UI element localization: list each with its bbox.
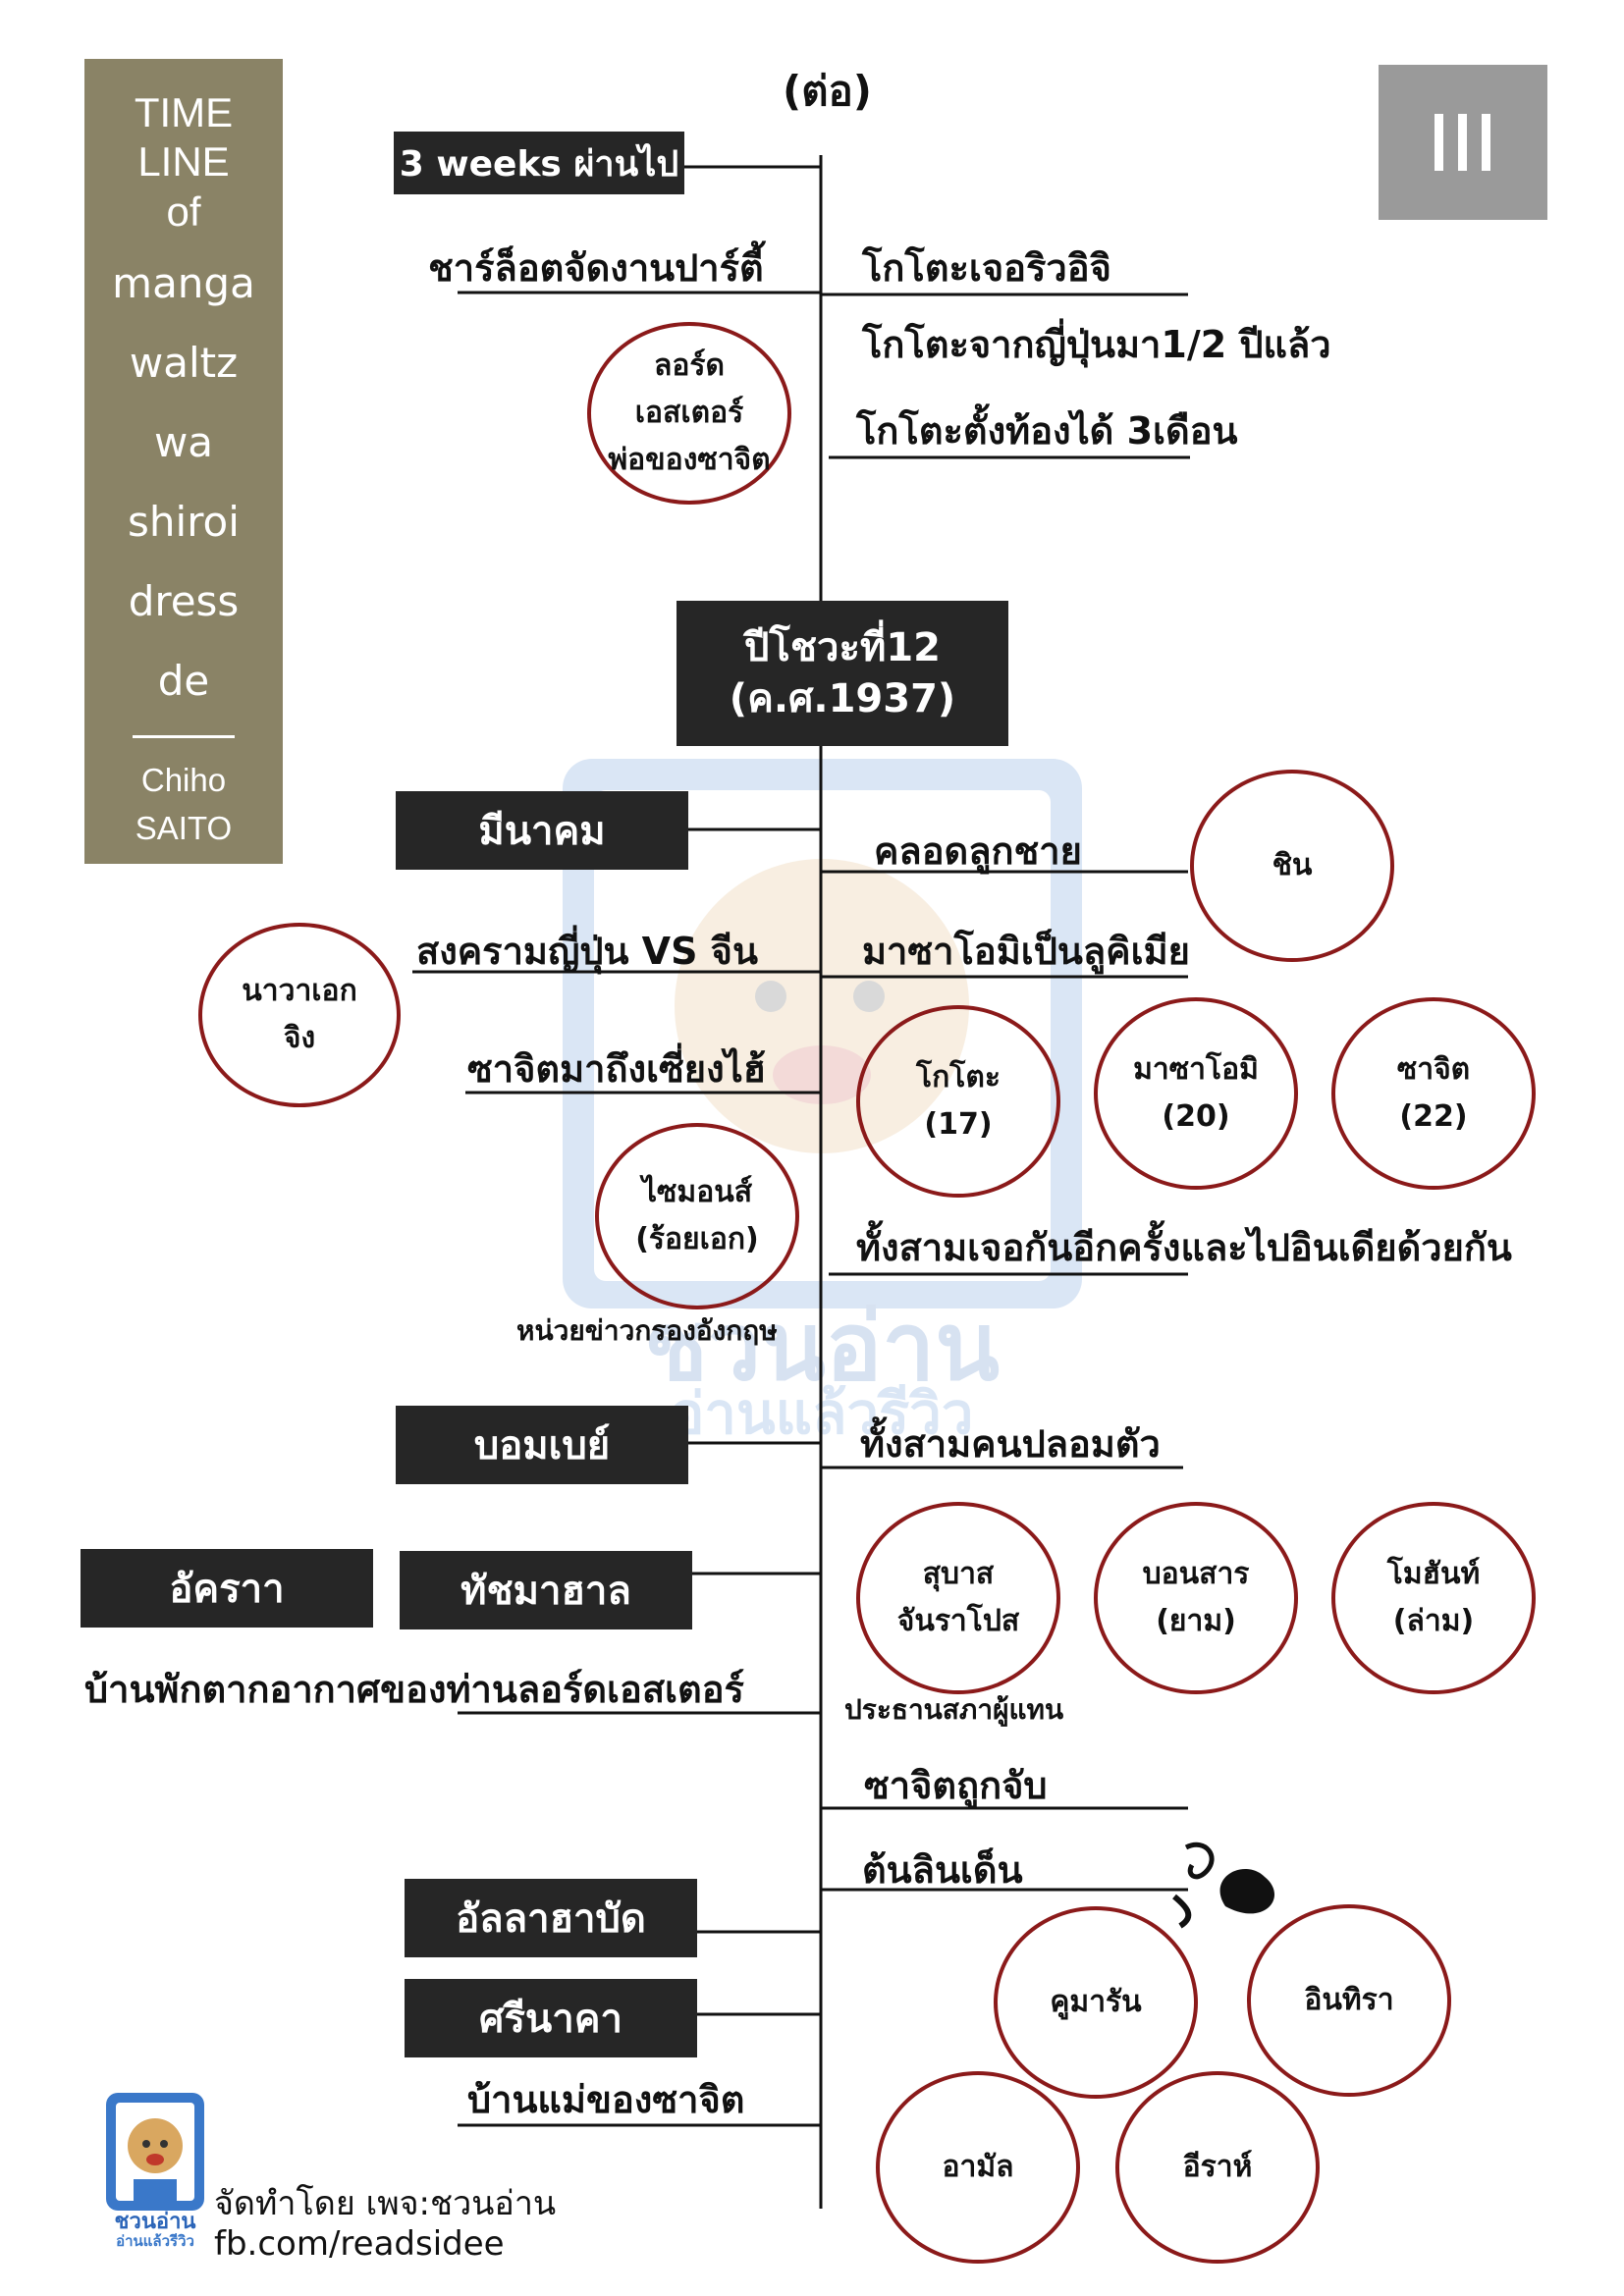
circle-text: ไซมอนส์ — [641, 1175, 753, 1209]
event-british-intel: หน่วยข่าวกรองอังกฤษ — [516, 1314, 778, 1347]
event-three-meet-again: ทั้งสามเจอกันอีกครั้งและไปอินเดียด้วยกัน — [856, 1226, 1512, 1269]
event-war: สงครามญี่ปุ่น VS จีน — [416, 930, 758, 973]
circle-text: จันราโปส — [896, 1604, 1020, 1638]
circle-text: (ยาม) — [1156, 1604, 1236, 1638]
event-three-disguise: ทั้งสามคนปลอมตัว — [860, 1422, 1161, 1466]
event-tanlinden: ต้นลินเด็น — [862, 1848, 1023, 1892]
circle-text: โมฮันท์ — [1386, 1557, 1481, 1591]
circle-text: นาวาเอก — [242, 974, 357, 1008]
circle-text: (22) — [1399, 1099, 1468, 1134]
circle-text: โกโตะ — [916, 1060, 1001, 1095]
circle-text: พ่อของซาจิต — [608, 443, 771, 477]
circle-text: จิง — [283, 1021, 316, 1055]
event-kotoe-left-japan: โกโตะจากญี่ปุ่นมา1/2 ปีแล้ว — [862, 323, 1331, 366]
month-march-box: มีนาคม — [396, 791, 688, 870]
circle-lord-hester: ลอร์ด เอสเตอร์ พ่อของซาจิต — [587, 322, 791, 505]
event-lord-hester-house: บ้านพักตากอากาศของท่านลอร์ดเอสเตอร์ — [84, 1668, 744, 1711]
time-skip-box: 3 weeks ผ่านไป — [394, 132, 684, 194]
part-marker-badge — [1379, 65, 1547, 220]
circle-text: (17) — [924, 1107, 993, 1142]
year-box: ปีโชวะที่12 (ค.ศ.1937) — [677, 601, 1008, 746]
panel-title-line: of — [166, 187, 201, 235]
logo-text-bottom: อ่านแล้วรีวิว — [116, 2232, 194, 2248]
credit-block: จัดทำโดย เพจ:ชวนอ่าน fb.com/readsidee — [214, 2184, 556, 2265]
city-agra-box: อัคราา — [81, 1549, 373, 1628]
circle-text: ชิน — [1272, 848, 1313, 882]
circle-text: มาซาโอมิ — [1133, 1052, 1259, 1087]
circle-text: บอนสาร — [1142, 1557, 1250, 1591]
year-line-1: ปีโชวะที่12 — [744, 625, 941, 670]
credit-fb-link[interactable]: fb.com/readsidee — [214, 2223, 505, 2264]
panel-title-line: LINE — [137, 138, 230, 186]
event-sajit-arrested: ซาจิตถูกจับ — [864, 1764, 1048, 1807]
logo-text-top: ชวนอ่าน — [115, 2210, 196, 2234]
circle-indira: อินทิรา — [1247, 1904, 1451, 2097]
panel-author-line: SAITO — [135, 810, 233, 847]
circle-masaomi: มาซาโอมิ (20) — [1094, 997, 1298, 1190]
circle-amal: อามัล — [876, 2071, 1080, 2264]
circle-sajit: ซาจิต (22) — [1331, 997, 1536, 1190]
side-title-panel: TIME LINE of manga waltz wa shiroi dress… — [84, 59, 283, 864]
circle-navy-captain: นาวาเอก จิง — [198, 923, 401, 1107]
circle-text: ลอร์ด — [654, 348, 725, 383]
continued-label: (ต่อ) — [783, 67, 872, 115]
year-line-2: (ค.ศ.1937) — [729, 676, 956, 721]
panel-manga-line: wa — [153, 418, 214, 467]
circle-bonsan: บอนสาร (ยาม) — [1094, 1502, 1298, 1694]
circle-mohan: โมฮันท์ (ล่าม) — [1331, 1502, 1536, 1694]
panel-manga-line: dress — [128, 577, 240, 626]
circle-irat: อีราห์ — [1115, 2071, 1320, 2264]
circle-simon: ไซมอนส์ (ร้อยเอก) — [595, 1123, 799, 1309]
panel-manga-line: waltz — [129, 339, 239, 388]
circle-text: คูมารัน — [1050, 1985, 1142, 2019]
circle-kotoe: โกโตะ (17) — [856, 1005, 1060, 1198]
circle-text: อามัล — [942, 2150, 1014, 2184]
city-allahabad-box: อัลลาฮาบัด — [405, 1879, 697, 1957]
city-srinagar-box: ศรีนาคา — [405, 1979, 697, 2057]
event-kotoe-meets: โกโตะเจอริวอิจิ — [862, 246, 1111, 290]
event-charlotte-party: ชาร์ล็อตจัดงานปาร์ตี้ — [428, 246, 764, 290]
panel-author-line: Chiho — [140, 762, 227, 799]
panel-manga-line: manga — [112, 259, 255, 308]
circle-text: (ล่าม) — [1392, 1604, 1475, 1638]
panel-manga-line: de — [157, 657, 210, 706]
circle-text: ซาจิต — [1396, 1052, 1471, 1087]
event-gave-birth-son: คลอดลูกชาย — [874, 829, 1082, 873]
circle-text: อินทิรา — [1304, 1983, 1394, 2017]
circle-shin: ชิน — [1190, 770, 1394, 962]
leaf-ornament-icon — [1172, 1842, 1275, 1929]
event-sajit-shanghai: ซาจิตมาถึงเซี่ยงไฮ้ — [467, 1047, 766, 1091]
circle-text: (20) — [1162, 1099, 1230, 1134]
panel-manga-line: shiroi — [128, 498, 240, 547]
circle-subhas: สุบาส จันราโปส — [856, 1502, 1060, 1694]
event-speaker-label: ประธานสภาผู้แทน — [844, 1693, 1064, 1726]
event-kotoe-pregnant: โกโตะตั้งท้องได้ 3เดือน — [856, 409, 1238, 453]
panel-divider — [133, 735, 235, 739]
circle-kumaran: คูมารัน — [994, 1906, 1198, 2099]
event-mother-house: บ้านแม่ของซาจิต — [467, 2078, 745, 2121]
event-masaomi: มาซาโอมิเป็นลูคิเมีย — [862, 930, 1190, 973]
credit-by: จัดทำโดย เพจ:ชวนอ่าน — [214, 2184, 557, 2223]
page-logo: ชวนอ่าน อ่านแล้วรีวิว — [106, 2093, 204, 2248]
circle-text: (ร้อยเอก) — [635, 1222, 759, 1256]
panel-title-line: TIME — [134, 89, 234, 135]
city-tajmahal-box: ทัชมาฮาล — [400, 1551, 692, 1629]
circle-text: อีราห์ — [1182, 2150, 1253, 2184]
roman-three-icon — [1435, 114, 1490, 171]
city-bombay-box: บอมเบย์ — [396, 1406, 688, 1484]
circle-text: สุบาส — [922, 1557, 995, 1591]
circle-text: เอสเตอร์ — [634, 396, 744, 430]
